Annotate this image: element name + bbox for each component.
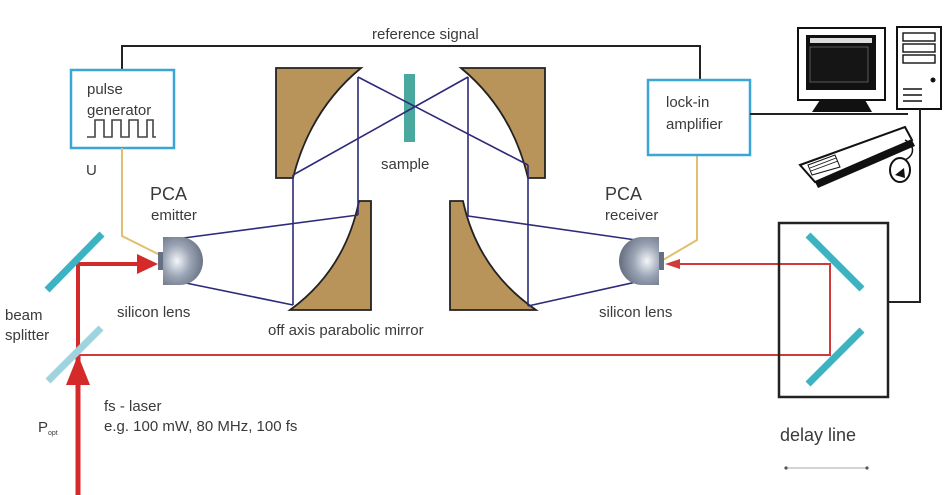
- pca-receiver-lens: [619, 237, 664, 285]
- delay-line: [777, 221, 890, 399]
- mirror-label: off axis parabolic mirror: [268, 322, 424, 339]
- pca-receiver-sub: receiver: [605, 207, 658, 224]
- delay-line-label: delay line: [780, 425, 856, 445]
- fold-mirror: [44, 231, 105, 293]
- mirror-bottom-left: [287, 200, 372, 311]
- lock-in-label-2: amplifier: [666, 116, 723, 133]
- emitter-bias-wire: [121, 148, 161, 256]
- delay-mirror-bottom: [805, 327, 865, 387]
- delay-mirror-top: [805, 232, 865, 292]
- pulse-generator: pulse generator: [69, 68, 176, 150]
- translation-arrow-icon: [784, 466, 869, 470]
- pulse-generator-label-2: generator: [87, 102, 151, 119]
- silicon-lens-right-label: silicon lens: [599, 304, 672, 321]
- mirror-bottom-right: [449, 200, 539, 311]
- lock-in-label-1: lock-in: [666, 94, 709, 111]
- computer-icon: [797, 26, 942, 188]
- laser-paths: [66, 254, 831, 495]
- reference-signal-label: reference signal: [372, 26, 479, 43]
- pca-emitter-title: PCA: [150, 184, 187, 204]
- computer-delay-wire: [888, 109, 921, 303]
- reference-signal-wire: [121, 45, 701, 80]
- mirror-top-right: [458, 67, 546, 179]
- pulse-waveform-icon: [87, 119, 156, 138]
- laser-label-2: e.g. 100 mW, 80 MHz, 100 fs: [104, 418, 297, 435]
- power-label: Popt: [38, 419, 58, 437]
- beam-splitter-label-2: splitter: [5, 327, 49, 344]
- receiver-signal-wire: [662, 130, 698, 261]
- pca-receiver-title: PCA: [605, 184, 642, 204]
- pulse-generator-label-1: pulse: [87, 81, 123, 98]
- silicon-lens-left-label: silicon lens: [117, 304, 190, 321]
- sample-slab: [404, 74, 415, 142]
- beam-splitter-label-1: beam: [5, 307, 43, 324]
- sample-label: sample: [381, 156, 429, 173]
- lock-in-amplifier: lock-in amplifier: [646, 78, 752, 157]
- beam-splitter: [45, 325, 104, 384]
- pca-emitter-lens: [158, 237, 203, 285]
- laser-label-1: fs - laser: [104, 398, 162, 415]
- pca-emitter-sub: emitter: [151, 207, 197, 224]
- voltage-label: U: [86, 162, 97, 179]
